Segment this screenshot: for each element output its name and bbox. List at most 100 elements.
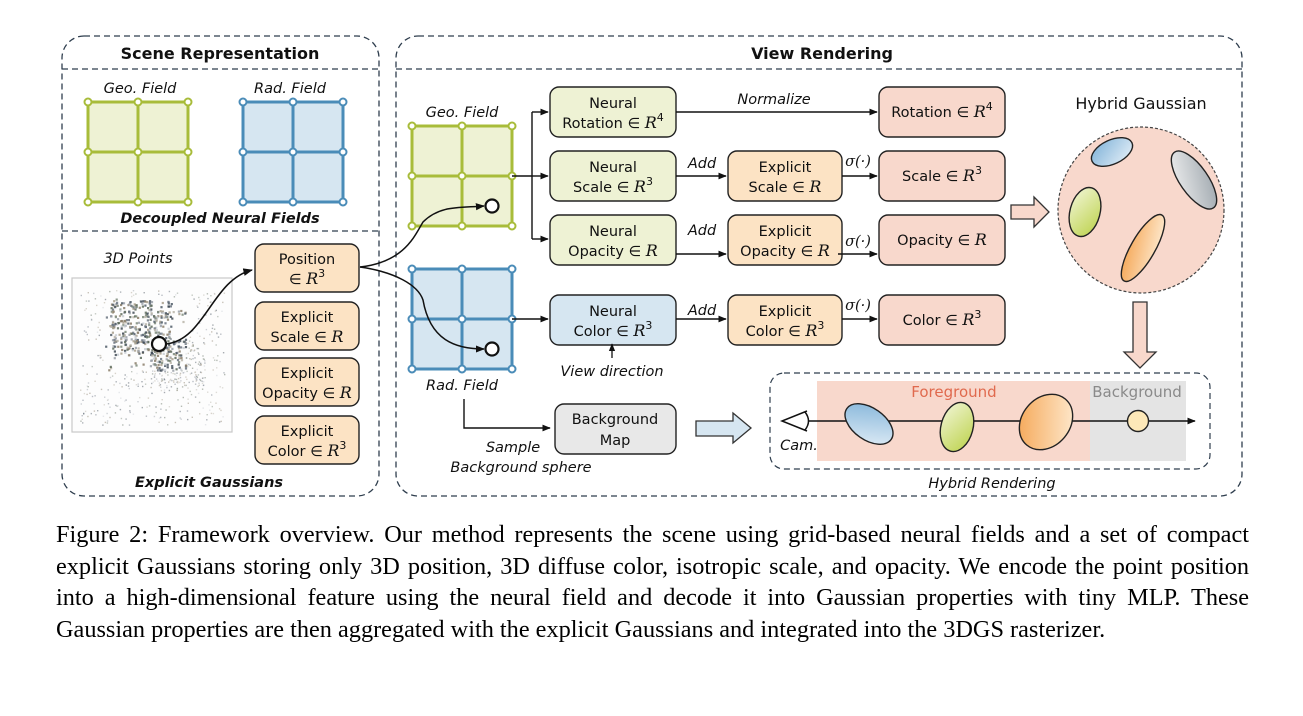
grid-node: [507, 221, 517, 231]
explicit-gaussians-label: Explicit Gaussians: [135, 475, 283, 491]
geo-field-grid: [83, 97, 193, 207]
grid-node: [288, 97, 298, 107]
add-label-scale: Add: [687, 156, 717, 172]
explicit-box-2-line2: Color ∈ R3: [746, 319, 825, 340]
grid-node: [407, 314, 417, 324]
grid-node: [407, 221, 417, 231]
neural-box-0-line1: Neural: [589, 96, 637, 112]
grid-node: [507, 264, 517, 274]
grid-node: [288, 147, 298, 157]
orange-gaussian: [1120, 213, 1166, 283]
explicit-box-0-line2: Scale ∈ R: [749, 177, 822, 196]
output-box-0-label: Rotation ∈ R4: [891, 100, 993, 121]
grid-node: [83, 147, 93, 157]
grid-node: [133, 147, 143, 157]
grid-node: [183, 97, 193, 107]
left-explicit-box-0: Position∈ R3: [254, 243, 360, 293]
grid-node: [183, 197, 193, 207]
grid-node: [338, 97, 348, 107]
left-explicit-box-0-line1: Position: [279, 252, 335, 268]
grid-node: [457, 221, 467, 231]
hybrid-rendering-label: Hybrid Rendering: [928, 476, 1055, 492]
neural-box-3-line2: Color ∈ R3: [574, 319, 653, 340]
gray-gaussian: [1170, 150, 1218, 210]
grid-node: [83, 97, 93, 107]
grid-node: [507, 364, 517, 374]
background-label: Background: [1092, 383, 1182, 401]
grid-node: [457, 264, 467, 274]
neural-box-2-line2: Opacity ∈ R: [568, 241, 658, 260]
output-box-3-label: Color ∈ R3: [903, 308, 982, 329]
grid-node: [407, 364, 417, 374]
left-explicit-box-2-line1: Explicit: [281, 366, 334, 382]
grid-node: [457, 364, 467, 374]
grid-node: [133, 97, 143, 107]
cam-label: Cam.: [780, 438, 818, 454]
rad-field-grid: [238, 97, 348, 207]
grid-node: [83, 197, 93, 207]
explicit-box-0-line1: Explicit: [759, 160, 812, 176]
grid-node: [407, 121, 417, 131]
output-box-0: Rotation ∈ R4: [878, 86, 1006, 138]
neural-box-1-line2: Scale ∈ R3: [573, 175, 653, 196]
sigma-label-color: σ(·): [845, 298, 871, 314]
grid-node: [407, 171, 417, 181]
left-explicit-box-2-line2: Opacity ∈ R: [262, 383, 352, 402]
background-sphere-label: Background sphere: [450, 460, 591, 476]
normalize-label: Normalize: [737, 92, 810, 108]
3d-points-label: 3D Points: [103, 251, 173, 267]
neural-box-2-line1: Neural: [589, 224, 637, 240]
green-gaussian: [1068, 186, 1102, 238]
geo-query-point: [484, 198, 500, 214]
explicit-box-2-line1: Explicit: [759, 304, 812, 320]
hybrid-rendering-panel: Foreground Background Cam. Hybrid Render…: [769, 372, 1211, 492]
background-sample-point: [1126, 409, 1150, 433]
scene-representation-title: Scene Representation: [121, 44, 320, 63]
background-map-line2: Map: [600, 433, 631, 449]
hybrid-gaussian-label: Hybrid Gaussian: [1075, 94, 1206, 113]
hybrid-gaussian-sphere: [1057, 126, 1225, 294]
add-label-color: Add: [687, 303, 717, 319]
explicit-box-1-line1: Explicit: [759, 224, 812, 240]
framework-diagram: Scene Representation Geo. Field Rad. Fie…: [61, 35, 1243, 497]
sample-label: Sample: [486, 440, 540, 456]
ray-blue-gaussian: [844, 403, 894, 445]
grid-node: [338, 147, 348, 157]
foreground-label: Foreground: [911, 383, 996, 401]
background-map-box: Background Map: [554, 403, 677, 455]
explicit-box-1-line2: Opacity ∈ R: [740, 241, 830, 260]
position-to-rad-arrow: [359, 266, 485, 353]
left-explicit-box-1-line2: Scale ∈ R: [271, 327, 344, 346]
hybrid-to-render-arrow: [1122, 301, 1158, 369]
rad-to-background-arrow: [463, 399, 551, 432]
view-geo-field-label: Geo. Field: [426, 105, 500, 121]
grid-node: [457, 314, 467, 324]
neural-box-1-line1: Neural: [589, 160, 637, 176]
left-explicit-box-3-line1: Explicit: [281, 424, 334, 440]
grid-node: [457, 121, 467, 131]
grid-node: [288, 197, 298, 207]
rad-field-label: Rad. Field: [254, 81, 327, 97]
figure-caption: Figure 2: Framework overview. Our method…: [56, 521, 1249, 643]
position-to-geo-arrow: [359, 203, 485, 268]
view-direction-label: View direction: [560, 364, 663, 380]
output-box-2: Opacity ∈ R: [878, 214, 1006, 266]
view-rad-field-label: Rad. Field: [426, 378, 499, 394]
blue-gaussian: [1090, 136, 1134, 168]
view-rendering-panel: View Rendering Geo. Field Rad. Field Neu…: [359, 35, 1243, 497]
grid-node: [183, 147, 193, 157]
neural-box-3-line1: Neural: [589, 304, 637, 320]
output-box-2-label: Opacity ∈ R: [897, 230, 987, 249]
grid-node: [133, 197, 143, 207]
grid-node: [507, 121, 517, 131]
background-map-line1: Background: [572, 412, 659, 428]
grid-node: [457, 171, 467, 181]
sigma-label-scale: σ(·): [845, 154, 871, 170]
neural-box-0-line2: Rotation ∈ R4: [562, 111, 664, 132]
